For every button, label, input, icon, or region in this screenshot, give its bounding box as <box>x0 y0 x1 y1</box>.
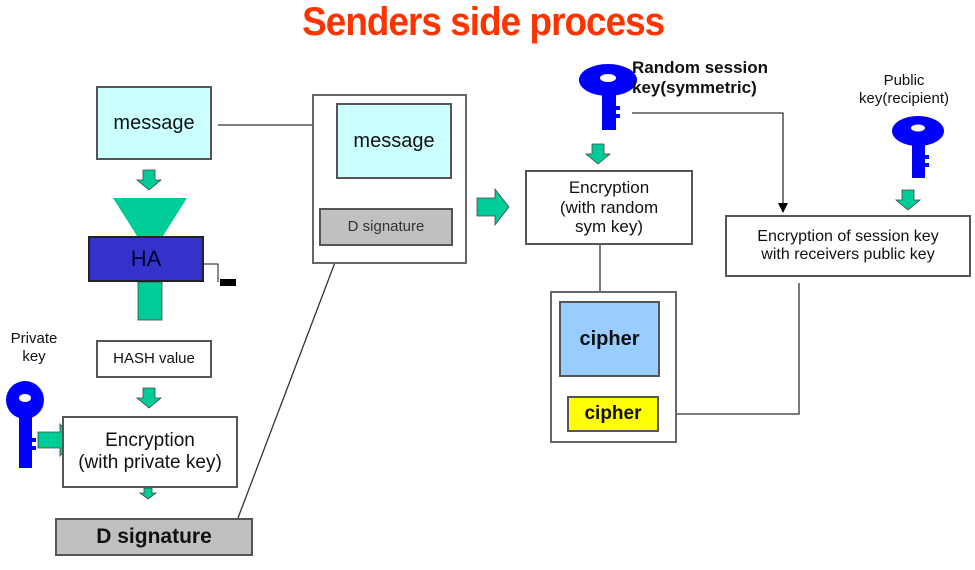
hash-value-box: HASH value <box>96 340 212 378</box>
hash-funnel-icon <box>113 198 187 236</box>
key-encryption-line2: with receivers public key <box>761 246 935 263</box>
session-key-label-line1: Random session <box>632 58 769 77</box>
public-key-label-line2: key(recipient) <box>858 90 950 107</box>
sym-encryption-line1: Encryption <box>568 178 650 198</box>
page-title: Senders side process <box>302 0 665 44</box>
encryption-line2: (with private key) <box>78 452 222 473</box>
hash-crank-icon <box>204 263 219 282</box>
sym-encryption-line2: (with random <box>559 197 659 217</box>
hash-crank-handle <box>220 279 236 286</box>
private-key-label: Private key <box>10 330 58 365</box>
bundle-message-box: message <box>336 103 452 179</box>
green-arrow-down-icon <box>135 387 163 409</box>
hash-output-stem <box>137 281 163 321</box>
cipher-key-box: cipher <box>567 396 659 432</box>
bundle-signature-box: D signature <box>319 208 453 246</box>
private-key-icon <box>6 381 44 468</box>
cipher-message-box: cipher <box>559 301 660 377</box>
arrow-session-key-to-key-encryption <box>632 112 788 213</box>
green-arrow-down-icon <box>584 143 612 165</box>
green-arrow-right-icon <box>476 187 510 227</box>
session-key-label: Random session key(symmetric) <box>632 58 772 99</box>
session-key-encryption-box: Encryption of session key with receivers… <box>725 215 971 277</box>
public-key-icon <box>892 116 944 178</box>
session-key-label-line2: key(symmetric) <box>632 78 757 98</box>
message-box: message <box>96 86 212 160</box>
green-arrow-down-icon <box>135 169 163 191</box>
green-arrow-down-icon <box>894 189 922 211</box>
public-key-label-line1: Public <box>883 72 925 89</box>
private-key-encryption-box: Encryption (with private key) <box>62 416 238 488</box>
encryption-line1: Encryption <box>105 430 195 452</box>
public-key-label: Public key(recipient) <box>842 72 966 108</box>
sym-encryption-line3: sym key) <box>575 217 643 237</box>
hash-algorithm-box: HA <box>88 236 204 282</box>
digital-signature-box: D signature <box>55 518 253 556</box>
arrow-key-encryption-to-cipher <box>659 283 800 419</box>
arrow-signature-to-bundle <box>237 243 344 519</box>
green-arrow-down-icon <box>138 487 158 500</box>
symmetric-encryption-box: Encryption (with random sym key) <box>525 170 693 245</box>
session-key-icon <box>579 64 637 130</box>
key-encryption-line1: Encryption of session key <box>757 227 939 245</box>
